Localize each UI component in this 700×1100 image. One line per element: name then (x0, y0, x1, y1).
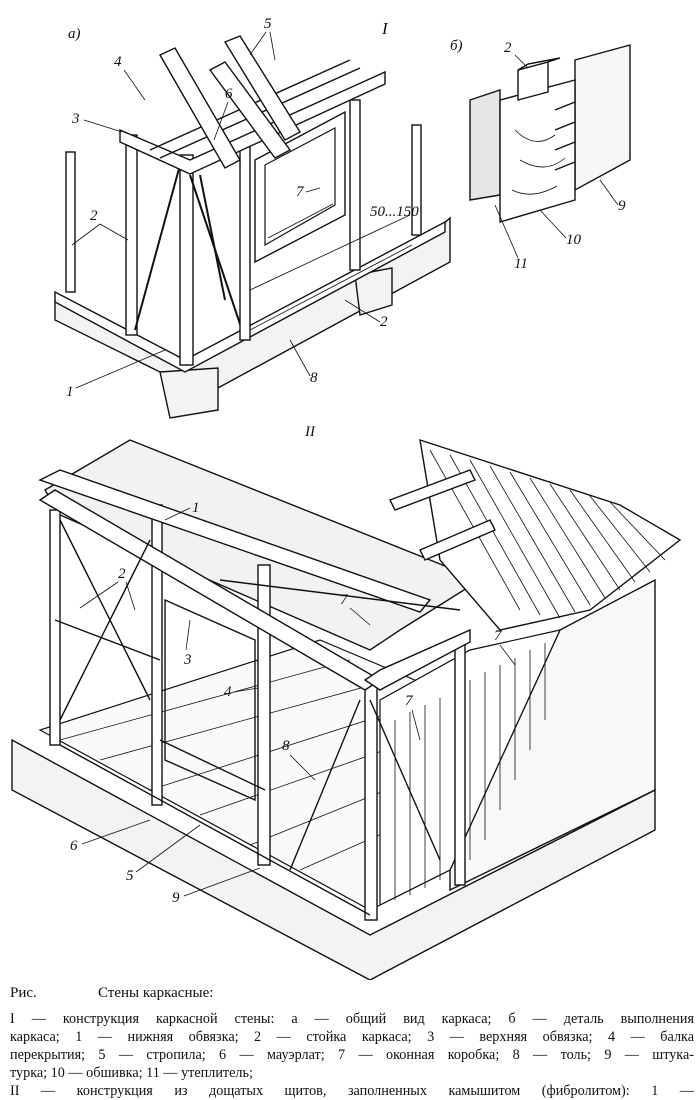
callout-7: 7 (296, 184, 305, 200)
figure-caption: Рис. Стены каркасные: I — конструкция кар… (10, 985, 694, 1100)
frame-detail-view: б) 2 9 10 11 (450, 38, 631, 272)
callout-11: 11 (514, 256, 528, 272)
callout-ii-4: 4 (224, 684, 232, 700)
callout-ii-5: 5 (126, 868, 134, 884)
caption-line-1: I — конструкция каркасной стены: а — общ… (10, 1011, 694, 1027)
callout-ii-3: 3 (183, 652, 192, 668)
caption-heading: Рис. Стены каркасные: (10, 985, 694, 1002)
caption-figure-label: Рис. (10, 985, 37, 1001)
frame-wall-general-view: а) I 4 3 5 6 7 2 2 1 8 50...150 (54, 16, 451, 419)
callout-3: 3 (71, 111, 80, 127)
callout-8: 8 (310, 370, 318, 386)
callout-2: 2 (90, 208, 98, 224)
callout-detail-2: 2 (504, 40, 512, 56)
panel-wall-view: II (11, 424, 682, 980)
callout-ii-9: 9 (172, 890, 180, 906)
dimension-label: 50...150 (370, 204, 419, 220)
callout-4: 4 (114, 54, 122, 70)
callout-ii-7c: 7 (494, 628, 503, 644)
caption-line-5: II — конструкция из дощатых щитов, запол… (10, 1083, 694, 1099)
callout-1: 1 (66, 384, 74, 400)
callout-ii-2: 2 (118, 566, 126, 582)
roman-numeral-2: II (304, 424, 316, 440)
callout-9: 9 (618, 198, 626, 214)
frame-walls-figure: а) I 4 3 5 6 7 2 2 1 8 50...150 б) (11, 16, 682, 980)
part-b-letter: б) (450, 38, 463, 54)
caption-line-4: турка; 10 — обшивка; 11 — утеплитель; (10, 1065, 253, 1081)
caption-title: Стены каркасные: (98, 985, 214, 1001)
caption-line-2: каркаса; 1 — нижняя обвязка; 2 — стойка … (10, 1029, 694, 1045)
callout-ii-6: 6 (70, 838, 78, 854)
caption-line-3: перекрытия; 5 — стропила; 6 — мауэрлат; … (10, 1047, 694, 1063)
callout-ii-7a: 7 (340, 592, 349, 608)
part-a-letter: а) (68, 26, 81, 42)
callout-10: 10 (566, 232, 582, 248)
callout-ii-8: 8 (282, 738, 290, 754)
roman-numeral-1: I (381, 19, 389, 38)
callout-2b: 2 (380, 314, 388, 330)
callout-5: 5 (264, 16, 272, 32)
callout-ii-7b: 7 (405, 693, 414, 709)
callout-6: 6 (225, 86, 233, 102)
callout-ii-1: 1 (192, 500, 200, 516)
